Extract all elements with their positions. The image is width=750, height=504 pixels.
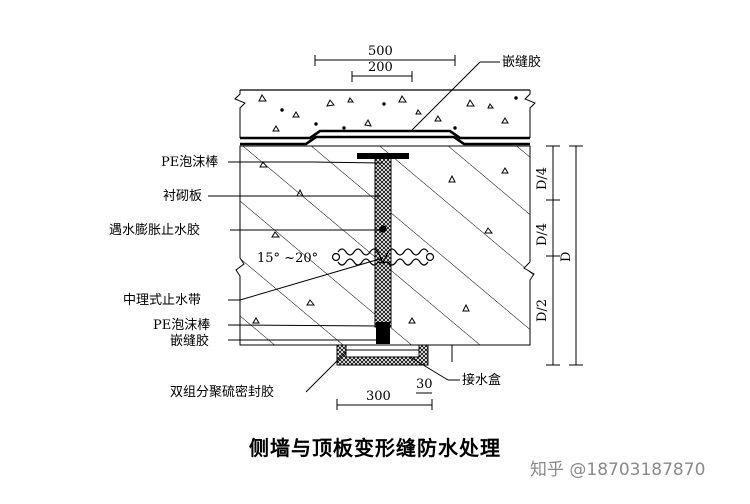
dim-right-q2: D/4: [535, 223, 550, 246]
label-caulk-bottom: 嵌缝胶: [170, 333, 209, 349]
label-swell-sealant: 遇水膨胀止水胶: [109, 222, 200, 238]
dim-right-total: D: [559, 252, 574, 262]
dim-bottom-width: 300: [366, 389, 391, 404]
dim-right-half: D/2: [535, 299, 550, 322]
dimension-lines: [314, 55, 583, 410]
dim-right-q1: D/4: [535, 167, 550, 190]
dim-text-top: 500 200 300 30: [366, 44, 433, 404]
leader-lines: [208, 61, 500, 393]
callout-labels: 嵌缝胶 PE泡沫棒 衬砌板 遇水膨胀止水胶 15° ~20° 中理式止水带 PE…: [109, 54, 541, 400]
label-angle: 15° ~20°: [257, 251, 318, 266]
drain-box: [336, 344, 429, 366]
joint-filler: [357, 153, 409, 344]
aggregate-marks-top: [258, 94, 518, 132]
dim-top-outer: 500: [368, 44, 393, 59]
label-pe-foam-top: PE泡沫棒: [161, 155, 218, 170]
figure-caption: 侧墙与顶板变形缝防水处理: [249, 436, 501, 460]
label-drain-box: 接水盒: [462, 372, 501, 388]
label-lining-board: 衬砌板: [163, 189, 202, 204]
label-polysulfide: 双组分聚硫密封胶: [170, 384, 274, 400]
label-waterstop: 中理式止水带: [123, 293, 201, 308]
dim-bottom-gap: 30: [416, 377, 433, 392]
watermark: 知乎 @18703187870: [530, 460, 706, 480]
dim-top-inner: 200: [368, 60, 393, 75]
top-slab: [234, 89, 536, 146]
label-pe-foam-bottom: PE泡沫棒: [153, 318, 210, 333]
label-caulk-top: 嵌缝胶: [502, 54, 541, 70]
swell-sealant-dot: [379, 225, 387, 233]
